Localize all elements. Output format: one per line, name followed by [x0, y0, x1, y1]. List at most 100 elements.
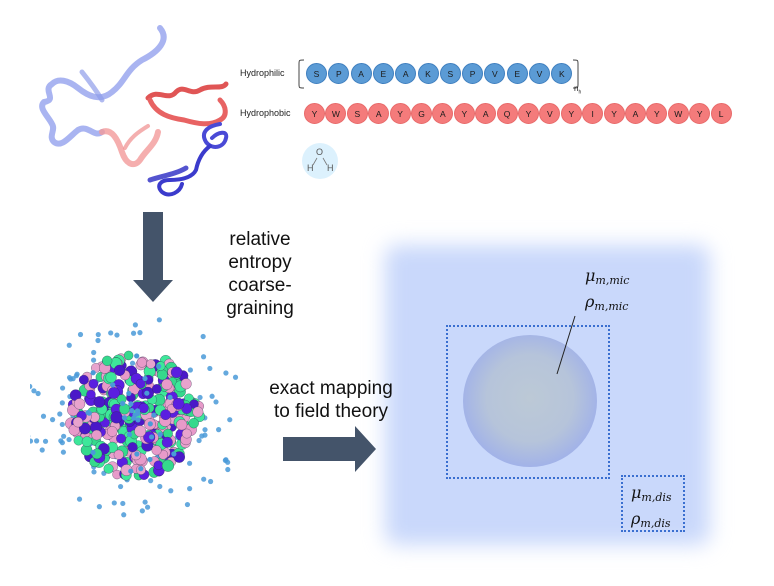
step1-line: relative: [229, 229, 291, 250]
water-bead: [90, 370, 96, 376]
water-bead: [135, 417, 141, 423]
step1-line: entropy: [228, 252, 292, 273]
water-bead: [227, 417, 233, 423]
water-bead: [232, 374, 239, 380]
water-bead: [144, 504, 151, 510]
water-bead: [171, 451, 177, 457]
water-bead: [208, 478, 214, 485]
water-bead: [139, 508, 145, 514]
water-bead: [35, 390, 41, 397]
residue-bead: G: [411, 103, 432, 124]
polymer-bead: [73, 398, 86, 410]
polymer-bead: [180, 378, 192, 390]
water-bead: [131, 415, 137, 421]
polymer-bead: [176, 419, 188, 431]
residue-bead: E: [372, 63, 394, 84]
residue-bead: S: [306, 63, 327, 84]
protein-ribbon-icon: [39, 25, 229, 197]
water-bead: [30, 438, 34, 444]
polymer-bead: [135, 378, 146, 389]
polymer-bead: [105, 371, 117, 383]
water-bead: [126, 390, 132, 396]
water-bead: [149, 434, 155, 440]
water-bead: [168, 488, 174, 494]
water-bead: [216, 427, 222, 433]
residue-bead: Y: [603, 103, 625, 124]
water-bead: [225, 466, 231, 473]
water-bead: [142, 499, 148, 505]
water-bead: [213, 399, 219, 405]
polymer-bead: [116, 433, 126, 444]
water-bead: [128, 401, 134, 407]
water-bead: [66, 436, 72, 443]
water-bead: [138, 466, 144, 472]
polymer-bead: [81, 436, 93, 447]
water-bead: [134, 353, 140, 359]
residue-bead: Y: [560, 103, 582, 124]
water-bead: [59, 385, 66, 391]
right-arrow-icon: [283, 426, 376, 472]
water-bead: [157, 431, 163, 438]
field-theory-mapping-label: exact mapping to field theory: [256, 377, 406, 423]
water-bead: [91, 469, 97, 475]
residue-bead: V: [484, 63, 506, 84]
polymer-bead: [123, 350, 134, 361]
water-bead: [207, 365, 213, 372]
water-bead: [144, 390, 150, 396]
polymer-bead: [106, 426, 118, 437]
water-bead: [91, 349, 97, 356]
polymer-bead: [113, 449, 124, 460]
water-bead: [39, 447, 45, 453]
water-bead: [110, 382, 116, 388]
polymer-bead: [134, 425, 147, 438]
repeat-count-label: nh: [574, 84, 582, 96]
water-bead: [184, 501, 191, 508]
water-bead: [196, 437, 202, 444]
repeat-bracket: [298, 59, 579, 89]
water-bead: [49, 417, 56, 423]
water-bead: [95, 331, 101, 338]
water-bead: [90, 357, 97, 363]
polymer-bead: [113, 364, 126, 376]
water-molecule-icon: O H H: [302, 143, 338, 179]
water-bead: [199, 433, 205, 439]
water-bead: [130, 330, 137, 336]
polymer-bead: [88, 378, 99, 389]
hydrogen-atom-2: H: [327, 163, 334, 173]
water-bead: [135, 411, 141, 417]
water-bead: [129, 408, 135, 414]
polymer-bead: [173, 451, 185, 463]
water-bead: [200, 354, 207, 360]
water-bead: [201, 476, 207, 482]
step2-line: exact mapping: [269, 378, 393, 399]
protein-ribbon-structure: [39, 25, 229, 197]
water-bead: [111, 500, 117, 506]
residue-bead: V: [539, 103, 561, 124]
polymer-bead: [160, 409, 171, 420]
water-bead: [30, 383, 33, 389]
water-bead: [186, 460, 193, 466]
residue-bead: P: [462, 63, 484, 84]
water-bead: [114, 332, 120, 338]
coarse-graining-label: relative entropy coarse- graining: [210, 228, 310, 320]
water-bead: [59, 400, 65, 406]
residue-bead: Y: [453, 103, 475, 124]
polymer-bead: [161, 436, 173, 448]
coarse-grained-cluster: [30, 317, 239, 518]
water-bead: [126, 431, 133, 438]
water-bead: [147, 421, 153, 427]
polymer-bead: [79, 374, 89, 385]
water-bead: [61, 433, 67, 439]
water-bead: [129, 360, 136, 366]
micelle-pointer-line: [556, 315, 576, 375]
water-bead: [31, 388, 37, 394]
water-bead: [121, 512, 127, 518]
water-bead: [197, 394, 203, 401]
dispersed-region-box: μm,dis ρm,dis: [621, 475, 685, 532]
residue-bead: A: [368, 103, 390, 124]
water-bead: [59, 440, 65, 446]
water-bead: [223, 457, 229, 463]
polymer-bead: [136, 357, 147, 368]
residue-bead: S: [439, 63, 461, 84]
residue-bead: Y: [518, 103, 539, 124]
